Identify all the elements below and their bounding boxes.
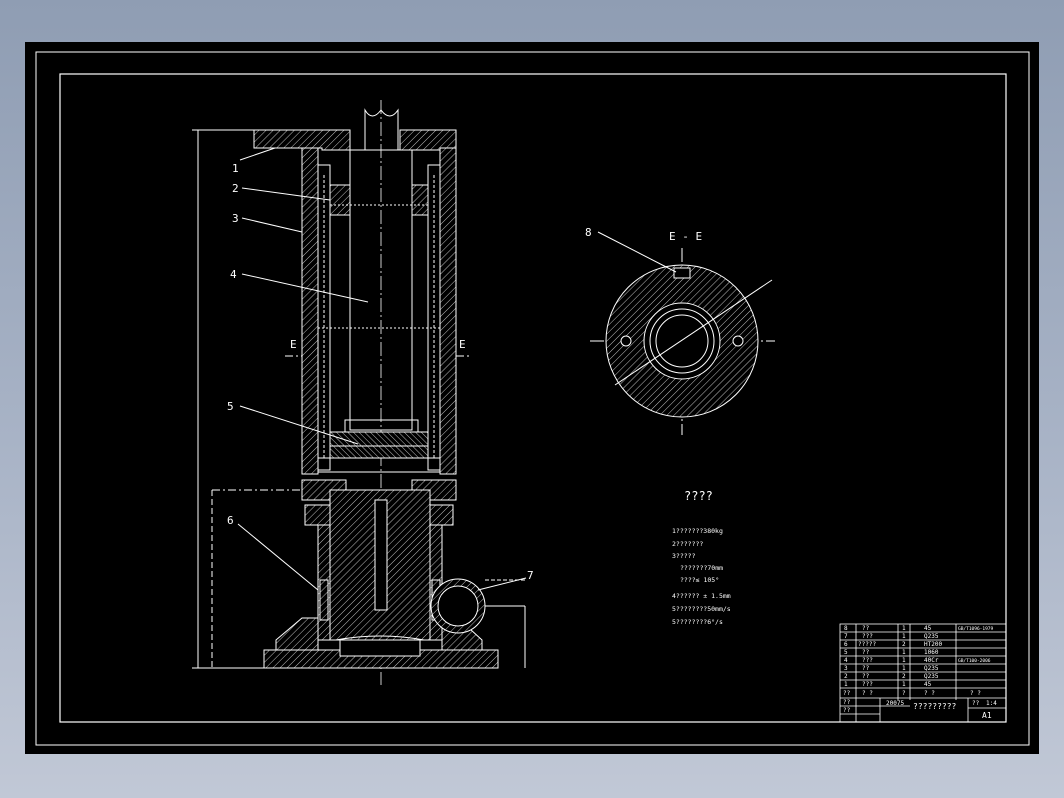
svg-text:? ?: ? ? (862, 690, 873, 697)
svg-text:1: 1 (902, 649, 906, 656)
tech-note-line: 2??????? (672, 540, 703, 548)
checked-label: ?? (843, 707, 851, 714)
part-label-4: 4 (230, 268, 237, 281)
tech-note-line: 3????? (672, 552, 696, 560)
svg-text:3: 3 (844, 665, 848, 672)
title-block: ?? ?? 20075 ????????? ?? 1:4 A1 (843, 699, 997, 720)
svg-text:??: ?? (862, 649, 870, 656)
section-title: E - E (669, 230, 702, 243)
table-row: 3 ?? 1 Q235 (844, 665, 939, 672)
svg-text:Q235: Q235 (924, 633, 939, 640)
sheet-label: ?? (972, 700, 980, 707)
tech-note-line: ???????70mm (680, 564, 723, 572)
parts-table-text: 8 ?? 1 45 GB/T1096-1979 7 ??? 1 Q235 6 ?… (843, 625, 997, 720)
svg-text:HT200: HT200 (924, 641, 942, 648)
svg-text:40Cr: 40Cr (924, 657, 939, 664)
svg-text:? ?: ? ? (924, 690, 935, 697)
table-row: 5 ?? 1 1060 (844, 649, 939, 656)
tech-note-line: ????≤ 105° (680, 576, 719, 584)
svg-text:???: ??? (862, 633, 873, 640)
tech-note-line: 5????????50mm/s (672, 605, 731, 613)
table-row: 2 ?? 2 Q235 (844, 673, 939, 680)
svg-text:??: ?? (862, 625, 870, 632)
cad-viewport[interactable]: 1 2 3 4 5 6 7 E E E - E 8 ???? 1???????3… (25, 42, 1039, 754)
scale: 1:4 (986, 700, 997, 707)
table-row: 1 ??? 1 45 (844, 681, 932, 688)
tech-note-line: 5????????6°/s (672, 618, 723, 626)
svg-text:??: ?? (843, 690, 851, 697)
svg-text:1: 1 (844, 681, 848, 688)
part-label-1: 1 (232, 162, 239, 175)
section-mark-left: E (290, 338, 297, 351)
drawing-year: 20075 (886, 700, 904, 707)
table-row: 6 ????? 2 HT200 (844, 641, 942, 648)
inner-border (59, 73, 1007, 723)
outer-border (35, 51, 1030, 746)
svg-text:1: 1 (902, 657, 906, 664)
svg-text:GB/T1096-1979: GB/T1096-1979 (958, 626, 994, 632)
svg-text:45: 45 (924, 625, 932, 632)
svg-text:45: 45 (924, 681, 932, 688)
drawing-name: ????????? (913, 702, 957, 711)
section-mark-right: E (459, 338, 466, 351)
svg-text:2: 2 (844, 673, 848, 680)
assembly-drawing: 1 2 3 4 5 6 7 E E E - E 8 ???? 1???????3… (35, 51, 1030, 746)
table-header: ?? ? ? ? ? ? ? ? (843, 690, 981, 697)
svg-text:4: 4 (844, 657, 848, 664)
part-label-7: 7 (527, 569, 534, 582)
drawn-label: ?? (843, 699, 851, 706)
svg-text:???: ??? (862, 657, 873, 664)
svg-text:?????: ????? (858, 641, 876, 648)
svg-text:1: 1 (902, 681, 906, 688)
part-label-5: 5 (227, 400, 234, 413)
svg-text:1: 1 (902, 665, 906, 672)
svg-text:2: 2 (902, 673, 906, 680)
svg-text:? ?: ? ? (970, 690, 981, 697)
part-label-2: 2 (232, 182, 239, 195)
svg-text:1: 1 (902, 633, 906, 640)
svg-text:Q235: Q235 (924, 673, 939, 680)
svg-text:6: 6 (844, 641, 848, 648)
svg-text:2: 2 (902, 641, 906, 648)
svg-text:1060: 1060 (924, 649, 939, 656)
part-label-3: 3 (232, 212, 239, 225)
sheet-size: A1 (982, 711, 992, 720)
svg-text:7: 7 (844, 633, 848, 640)
section-part-label-8: 8 (585, 226, 592, 239)
elevation-view (192, 100, 527, 685)
table-row: 7 ??? 1 Q235 (844, 633, 939, 640)
table-row: 8 ?? 1 45 GB/T1096-1979 (844, 625, 994, 632)
tech-note-line: 4?????? ± 1.5mm (672, 592, 731, 600)
part-label-6: 6 (227, 514, 234, 527)
svg-text:Q235: Q235 (924, 665, 939, 672)
elevation-labels: 1 2 3 4 5 6 7 E E (227, 162, 534, 582)
svg-text:GB/T100-2006: GB/T100-2006 (958, 658, 991, 664)
tech-note-line: 1???????380kg (672, 527, 723, 535)
svg-text:8: 8 (844, 625, 848, 632)
tech-notes-heading: ???? (684, 489, 713, 503)
section-view (590, 231, 775, 435)
svg-text:???: ??? (862, 681, 873, 688)
svg-text:??: ?? (862, 673, 870, 680)
svg-text:??: ?? (862, 665, 870, 672)
svg-text:5: 5 (844, 649, 848, 656)
parts-table (839, 623, 1007, 723)
tech-notes: ???? 1???????380kg 2??????? 3????? ?????… (672, 489, 731, 626)
table-row: 4 ??? 1 40Cr GB/T100-2006 (844, 657, 991, 664)
svg-text:?: ? (902, 690, 906, 697)
section-labels: E - E 8 (585, 226, 702, 243)
svg-text:1: 1 (902, 625, 906, 632)
